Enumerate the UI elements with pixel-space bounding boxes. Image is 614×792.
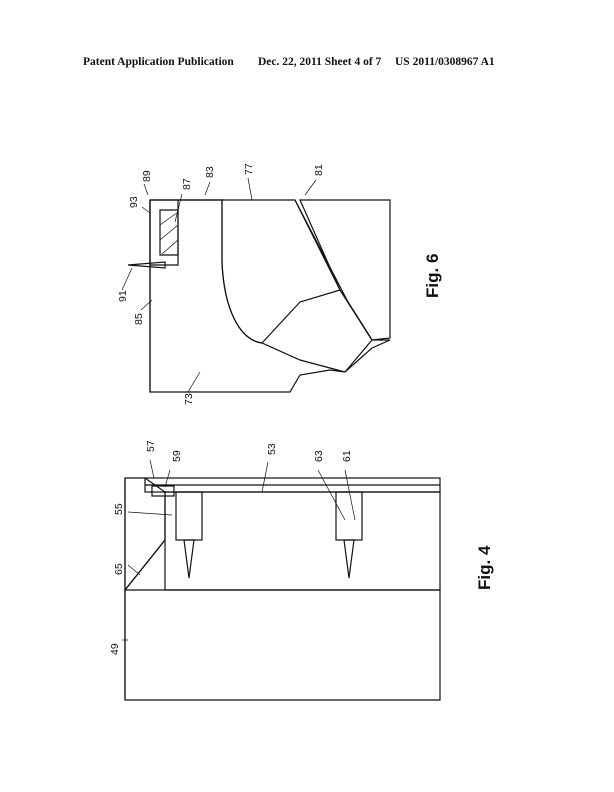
leader-89 — [143, 183, 149, 196]
pin-91 — [127, 261, 166, 269]
header-date-sheet: Dec. 22, 2011 Sheet 4 of 7 — [258, 56, 382, 68]
leader-81 — [304, 179, 317, 196]
leader-85 — [140, 299, 153, 311]
gap-line-inner — [339, 289, 373, 341]
ref-53: 53 — [266, 443, 278, 455]
ref-65: 65 — [113, 563, 125, 575]
ref-87: 87 — [181, 178, 193, 190]
ref-59: 59 — [171, 450, 183, 462]
leader-57 — [149, 459, 155, 479]
leader-91 — [121, 267, 133, 291]
member-81 — [299, 199, 391, 341]
gap-line-81 — [294, 199, 373, 341]
ref-85: 85 — [133, 313, 145, 325]
member-53 — [164, 491, 441, 591]
body-49 — [124, 589, 441, 701]
bore-55 — [175, 491, 203, 579]
leader-63 — [317, 469, 346, 521]
body-73 — [149, 199, 391, 393]
header-publication-type: Patent Application Publication — [83, 56, 234, 68]
leader-55 — [127, 511, 173, 516]
caption-fig-4: Fig. 4 — [475, 545, 494, 590]
ref-93: 93 — [128, 196, 140, 208]
leader-61 — [344, 469, 356, 521]
ref-77: 77 — [243, 163, 255, 175]
header-patent-number: US 2011/0308967 A1 — [395, 56, 495, 68]
leader-53 — [261, 461, 269, 493]
ref-83: 83 — [204, 166, 216, 178]
leader-65 — [127, 564, 141, 576]
leader-83 — [204, 181, 211, 196]
leader-59 — [164, 469, 171, 488]
figure-6: 89 83 77 81 93 87 91 85 73 Fig. 6 — [117, 163, 442, 405]
ref-89: 89 — [141, 170, 153, 182]
ref-91: 91 — [117, 290, 129, 302]
wedge-line-65 — [124, 539, 166, 591]
ref-63: 63 — [313, 450, 325, 462]
ref-73: 73 — [183, 393, 195, 405]
leader-87 — [174, 193, 183, 223]
wedge-55 — [124, 477, 166, 592]
leader-93 — [141, 206, 151, 214]
ref-81: 81 — [313, 164, 325, 176]
ref-61: 61 — [341, 450, 353, 462]
figure-4: 57 59 53 63 61 55 65 49 Fig. 4 — [109, 440, 494, 701]
ref-49: 49 — [109, 643, 121, 655]
ref-57: 57 — [145, 440, 157, 452]
cavity-hatch — [159, 211, 179, 255]
bore-63 — [335, 491, 363, 579]
caption-fig-6: Fig. 6 — [423, 254, 442, 298]
leader-73 — [187, 371, 201, 393]
element-59 — [151, 485, 175, 497]
leader-77 — [247, 177, 253, 201]
ref-55: 55 — [113, 503, 125, 515]
seal-77 — [221, 199, 341, 344]
